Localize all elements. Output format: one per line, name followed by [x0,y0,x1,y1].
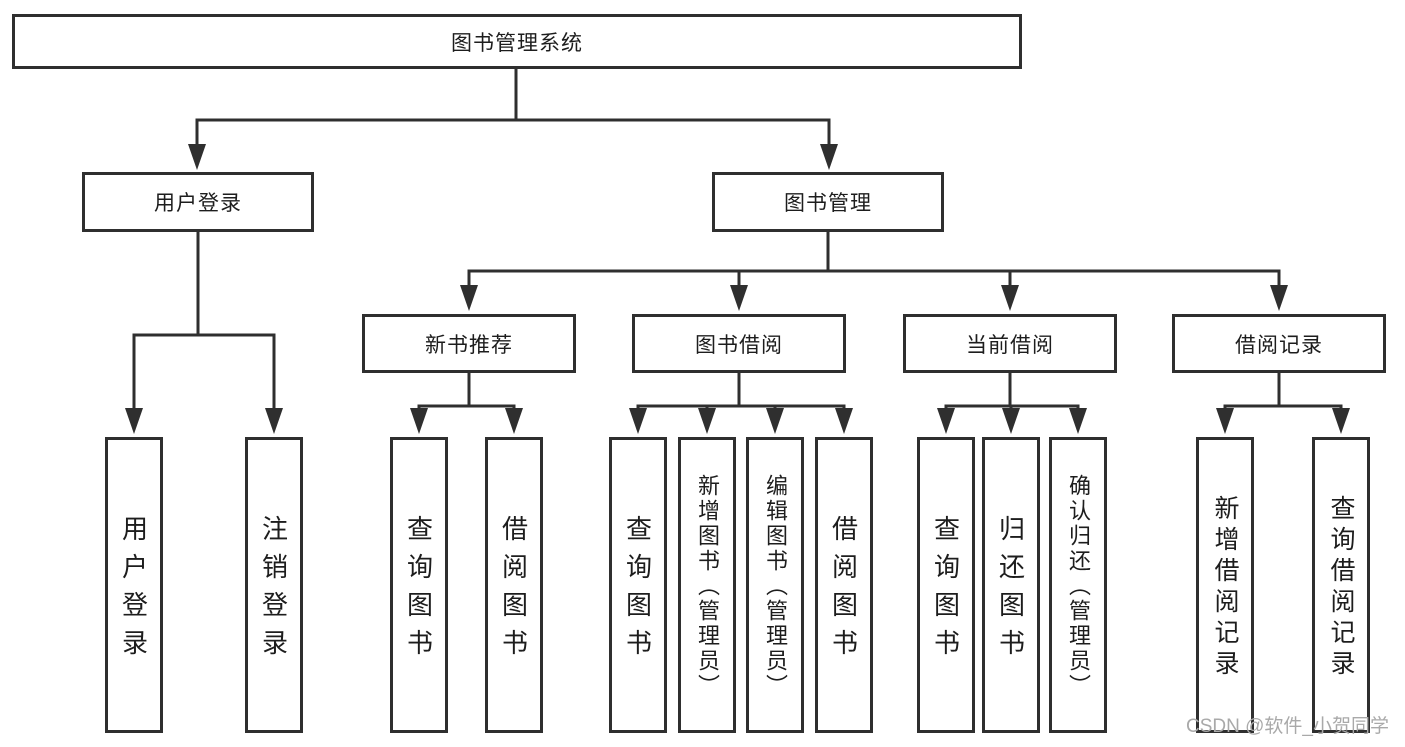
node-user-login: 用户登录 [82,172,314,232]
csdn-watermark: CSDN @软件_小贺同学 [1186,716,1389,737]
leaf-query-borrow-record: 查询借阅记录 [1312,437,1370,733]
node-new-book-recommend: 新书推荐 [362,314,576,373]
leaf-add-borrow-record: 新增借阅记录 [1196,437,1254,733]
leaf-borrow-book-recommend: 借阅图书 [485,437,543,733]
leaf-user-login: 用户登录 [105,437,163,733]
leaf-edit-book-admin: 编辑图书（管理员） [746,437,804,733]
leaf-return-book: 归还图书 [982,437,1040,733]
node-book-borrow: 图书借阅 [632,314,846,373]
leaf-logout: 注销登录 [245,437,303,733]
leaf-query-book-current: 查询图书 [917,437,975,733]
leaf-query-book-borrow: 查询图书 [609,437,667,733]
leaf-confirm-return-admin: 确认归还（管理员） [1049,437,1107,733]
leaf-add-book-admin: 新增图书（管理员） [678,437,736,733]
node-library-system: 图书管理系统 [12,14,1022,69]
node-borrow-records: 借阅记录 [1172,314,1386,373]
node-current-borrow: 当前借阅 [903,314,1117,373]
leaf-borrow-book: 借阅图书 [815,437,873,733]
leaf-query-book-recommend: 查询图书 [390,437,448,733]
node-book-management: 图书管理 [712,172,944,232]
